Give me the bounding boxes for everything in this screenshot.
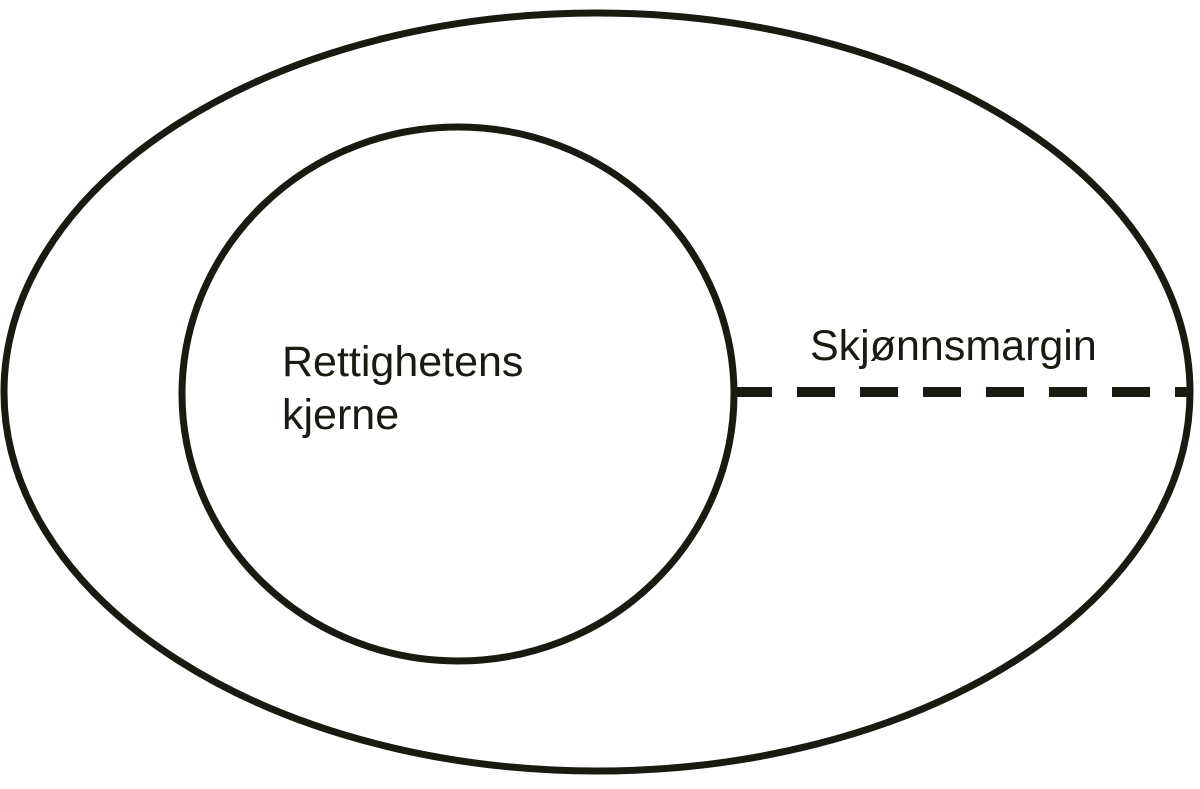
- outer-region-label: Skjønnsmargin: [810, 322, 1097, 370]
- inner-circle-label-line2: kjerne: [282, 391, 400, 439]
- inner-circle-label: Rettighetens kjerne: [282, 336, 523, 442]
- inner-circle-label-line1: Rettighetens: [282, 338, 524, 386]
